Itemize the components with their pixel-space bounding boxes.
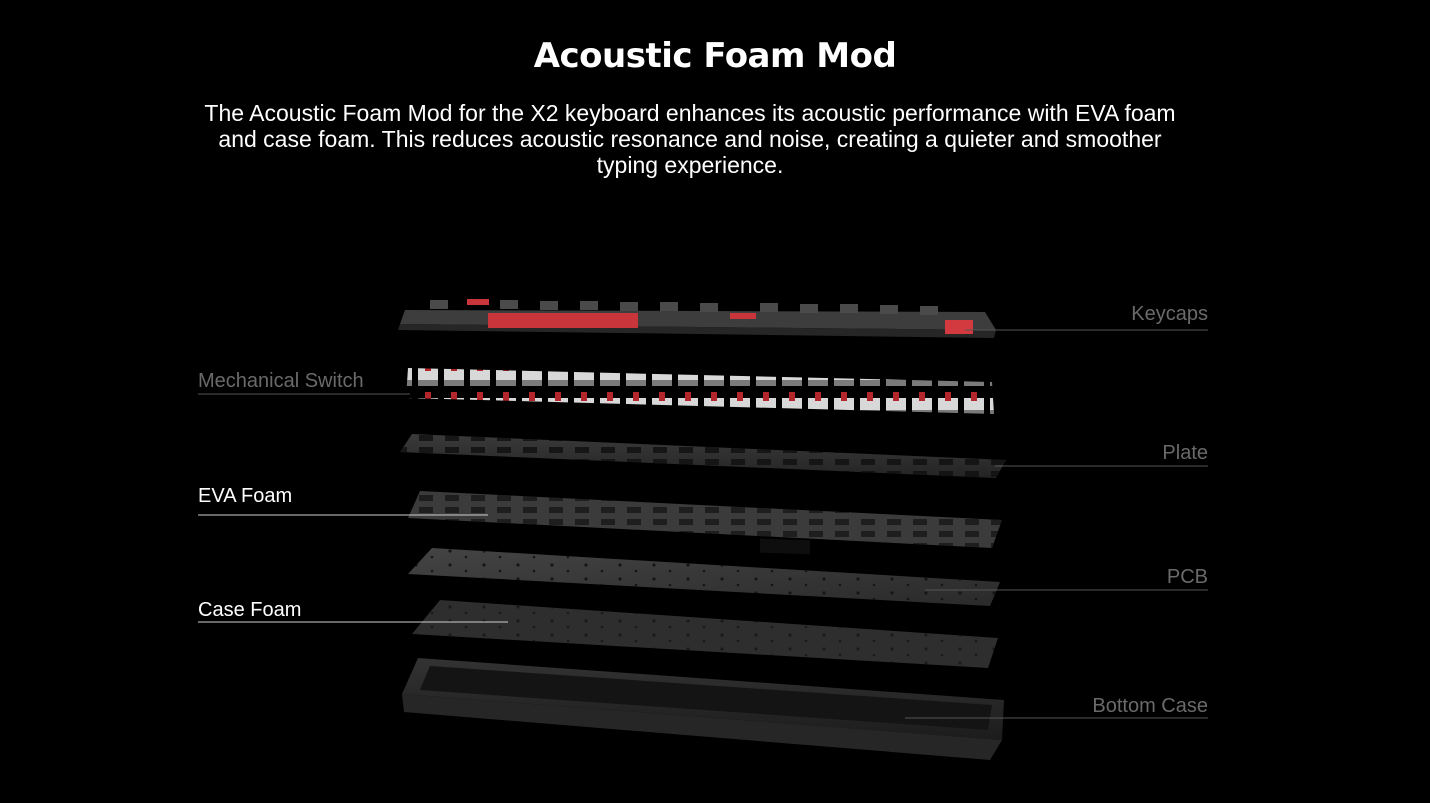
label-keycaps: Keycaps bbox=[1060, 302, 1208, 326]
bottom-case-layer bbox=[402, 658, 1004, 760]
label-pcb: PCB bbox=[1060, 565, 1208, 589]
label-bottom-case: Bottom Case bbox=[1040, 694, 1208, 718]
label-plate: Plate bbox=[1060, 441, 1208, 465]
eva-foam-layer bbox=[408, 491, 1002, 554]
plate-layer bbox=[400, 434, 1006, 478]
label-case-foam: Case Foam bbox=[198, 598, 301, 622]
label-mechanical-switch: Mechanical Switch bbox=[198, 369, 364, 393]
switch-layer bbox=[406, 368, 994, 414]
pcb-layer bbox=[408, 548, 1000, 606]
case-foam-layer bbox=[412, 600, 998, 668]
keycaps-layer bbox=[398, 299, 996, 338]
label-eva-foam: EVA Foam bbox=[198, 484, 292, 508]
